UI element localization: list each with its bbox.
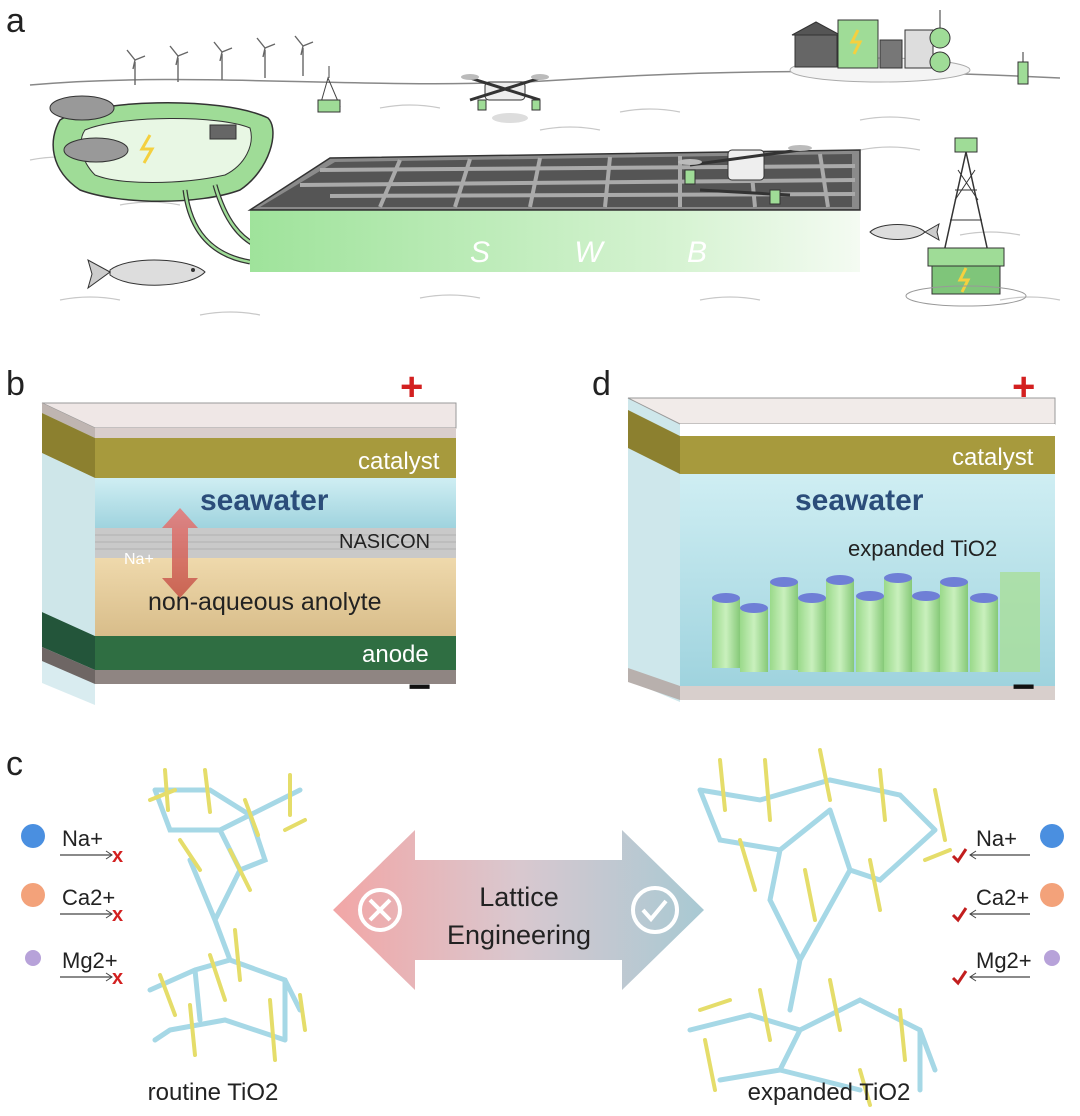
swb-battery: S W B bbox=[247, 149, 861, 272]
tio2-pillar bbox=[940, 577, 968, 672]
anolyte-layer bbox=[95, 558, 456, 636]
tio2-pillar bbox=[970, 593, 998, 672]
catalyst-label: catalyst bbox=[952, 444, 1034, 471]
panel-b-letter: b bbox=[6, 365, 25, 403]
seawater-label: seawater bbox=[200, 484, 329, 517]
allowed-check-icon bbox=[951, 907, 968, 923]
tio2-pillar bbox=[826, 575, 854, 672]
tio2-pillar bbox=[740, 603, 768, 672]
left-ion-label: Ca2+ bbox=[62, 885, 115, 910]
calcium-ion-icon bbox=[21, 883, 45, 907]
arrow-text-line2: Engineering bbox=[447, 920, 591, 950]
expanded-tio2-label: expanded TiO2 bbox=[848, 536, 997, 561]
accept-circle-check-icon bbox=[631, 886, 679, 934]
na-ion-label: Na+ bbox=[124, 551, 154, 568]
tio2-pillars bbox=[712, 572, 1040, 672]
right-ion-label: Na+ bbox=[976, 826, 1017, 851]
panel-c-letter: c bbox=[6, 745, 23, 783]
tio2-pillar bbox=[712, 593, 740, 668]
magnesium-ion-icon bbox=[25, 950, 41, 966]
buoy-icon bbox=[317, 66, 341, 113]
calcium-ion-icon bbox=[1040, 883, 1064, 907]
expanded-tio2-caption: expanded TiO2 bbox=[748, 1079, 911, 1106]
panel-d-letter: d bbox=[592, 365, 611, 403]
nasicon-mesh bbox=[95, 534, 456, 550]
buoy-icon bbox=[905, 137, 1027, 307]
drone-icon bbox=[678, 145, 812, 205]
arrow-text-line1: Lattice bbox=[479, 882, 559, 912]
boat-icon bbox=[49, 95, 274, 265]
tio2-pillar bbox=[884, 573, 912, 672]
allowed-check-icon bbox=[951, 970, 968, 986]
magnesium-ion-icon bbox=[1044, 950, 1060, 966]
wind-turbine-icon bbox=[213, 41, 233, 80]
fish-icon bbox=[87, 258, 206, 290]
left-ion-label: Mg2+ bbox=[62, 948, 118, 973]
panel-a: a bbox=[6, 2, 1061, 316]
swb-label: S W B bbox=[470, 236, 745, 269]
panel-c: c Na+ x Ca2+ x Mg2+ x bbox=[6, 745, 1064, 1107]
sodium-ion-icon bbox=[21, 824, 45, 848]
blocked-x-icon: x bbox=[112, 967, 123, 989]
positive-terminal-plus: + bbox=[400, 365, 423, 409]
panel-a-letter: a bbox=[6, 2, 25, 40]
seawater-label: seawater bbox=[795, 484, 924, 517]
allowed-check-icon bbox=[951, 848, 968, 864]
routine-tio2-caption: routine TiO2 bbox=[148, 1079, 279, 1106]
tio2-pillar bbox=[798, 593, 826, 672]
right-ion-label: Mg2+ bbox=[976, 948, 1032, 973]
lattice-engineering-arrow: Lattice Engineering bbox=[333, 830, 704, 990]
left-ion-list: Na+ x Ca2+ x Mg2+ x bbox=[21, 824, 123, 989]
routine-lattice bbox=[147, 768, 307, 1062]
reject-circle-x-icon bbox=[358, 888, 402, 932]
nasicon-layer bbox=[95, 528, 456, 558]
battery-cross-section: catalyst seawater expanded TiO2 bbox=[627, 397, 1056, 702]
anode-label: anode bbox=[362, 641, 429, 668]
right-ion-list: Na+ Ca2+ Mg2+ bbox=[951, 824, 1064, 986]
wind-turbine-icon bbox=[169, 45, 189, 82]
blocked-x-icon: x bbox=[112, 845, 123, 867]
tio2-pillar bbox=[1000, 572, 1040, 672]
wind-turbine-icon bbox=[256, 37, 276, 78]
wind-turbines bbox=[126, 35, 314, 85]
drone-icon bbox=[461, 74, 549, 123]
negative-terminal-minus: − bbox=[408, 665, 431, 709]
tio2-pillar bbox=[770, 577, 798, 670]
battery-cross-section: catalyst seawater NASICON non-aqueous an… bbox=[41, 402, 457, 705]
anolyte-label: non-aqueous anolyte bbox=[148, 588, 382, 616]
tio2-pillar bbox=[912, 591, 940, 672]
anode-layer bbox=[95, 636, 456, 670]
seawater-layer bbox=[95, 478, 456, 528]
wind-turbine-icon bbox=[126, 49, 146, 85]
panel-b: b + catalyst seawater NASICON bbox=[6, 365, 457, 709]
buoy-small-icon bbox=[1017, 52, 1029, 85]
left-ion-label: Na+ bbox=[62, 826, 103, 851]
sodium-ion-icon bbox=[1040, 824, 1064, 848]
nasicon-label: NASICON bbox=[339, 531, 430, 553]
tio2-pillar bbox=[856, 591, 884, 672]
expanded-lattice bbox=[687, 748, 952, 1107]
right-ion-label: Ca2+ bbox=[976, 885, 1029, 910]
na-ion-arrow bbox=[162, 508, 198, 598]
fish-icon bbox=[869, 222, 940, 242]
catalyst-label: catalyst bbox=[358, 448, 440, 475]
coastal-town-icon bbox=[789, 10, 971, 83]
wind-turbine-icon bbox=[294, 35, 314, 76]
blocked-x-icon: x bbox=[112, 904, 123, 926]
panel-d: d + catalyst seawater expanded TiO2 bbox=[592, 365, 1056, 709]
catalyst-layer bbox=[95, 438, 456, 478]
negative-terminal-minus: − bbox=[1012, 665, 1035, 709]
catalyst-layer bbox=[680, 436, 1055, 474]
